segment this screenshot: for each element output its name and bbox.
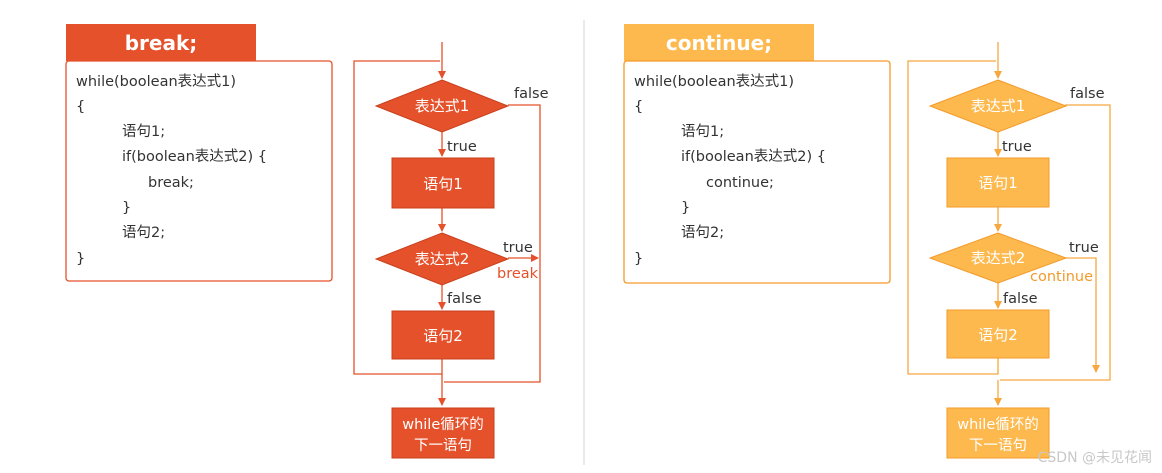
break-false2-label: false bbox=[447, 291, 482, 307]
break-exit-box bbox=[391, 407, 495, 459]
break-code-block: while(boolean表达式1) { 语句1; if(boolean表达式2… bbox=[76, 73, 267, 267]
break-condition1-label: 表达式1 bbox=[415, 97, 470, 115]
break-exit-label-line2: 下一语句 bbox=[414, 437, 472, 454]
break-header-box bbox=[66, 24, 256, 61]
code-line: } bbox=[76, 251, 85, 267]
break-statement2-label: 语句2 bbox=[423, 327, 463, 345]
break-false1-label: false bbox=[514, 86, 549, 102]
code-line: 语句1; bbox=[122, 123, 165, 140]
break-panel: break; while(boolean表达式1) { 语句1; if(bool… bbox=[65, 24, 549, 459]
code-line: while(boolean表达式1) bbox=[634, 73, 794, 90]
continue-jump-label: continue bbox=[1030, 269, 1093, 285]
continue-statement1-label: 语句1 bbox=[978, 174, 1018, 192]
code-line: while(boolean表达式1) bbox=[76, 73, 236, 90]
continue-header-text: continue; bbox=[666, 31, 772, 55]
code-line: { bbox=[76, 99, 85, 115]
continue-condition1-diamond bbox=[928, 79, 1068, 133]
continue-false2-label: false bbox=[1003, 291, 1038, 307]
code-line: continue; bbox=[706, 175, 774, 191]
continue-exit-label-line1: while循环的 bbox=[957, 416, 1039, 433]
break-condition1-diamond bbox=[374, 79, 510, 133]
code-line: { bbox=[634, 99, 643, 115]
continue-condition1-label: 表达式1 bbox=[971, 97, 1026, 115]
code-line: } bbox=[634, 251, 643, 267]
continue-true1-label: true bbox=[1002, 139, 1032, 155]
continue-panel: continue; while(boolean表达式1) { 语句1; if(b… bbox=[623, 24, 1111, 459]
code-line: 语句2; bbox=[122, 224, 165, 241]
code-line: 语句1; bbox=[681, 123, 724, 140]
break-code-box bbox=[65, 60, 333, 282]
continue-false1-label: false bbox=[1070, 86, 1105, 102]
continue-true2-label: true bbox=[1069, 240, 1099, 256]
break-jump-label: break bbox=[497, 266, 539, 282]
continue-condition2-diamond bbox=[928, 232, 1068, 284]
code-line: } bbox=[681, 200, 690, 216]
code-line: if(boolean表达式2) { bbox=[122, 148, 267, 165]
break-true1-label: true bbox=[447, 139, 477, 155]
break-condition2-diamond bbox=[374, 232, 510, 286]
continue-exit-label-line2: 下一语句 bbox=[969, 437, 1027, 454]
break-statement1-box bbox=[391, 157, 495, 209]
break-exit-label-line1: while循环的 bbox=[402, 416, 484, 433]
watermark: CSDN @未见花闻 bbox=[1038, 450, 1152, 466]
code-line: if(boolean表达式2) { bbox=[681, 148, 826, 165]
continue-flow-lines bbox=[907, 42, 1111, 406]
continue-code-box bbox=[623, 60, 891, 284]
continue-statement1-box bbox=[946, 157, 1050, 208]
break-true2-label: true bbox=[503, 240, 533, 256]
continue-statement2-label: 语句2 bbox=[978, 326, 1018, 344]
code-line: 语句2; bbox=[681, 224, 724, 241]
continue-statement2-box bbox=[946, 309, 1050, 359]
break-statement2-box bbox=[391, 310, 495, 360]
break-header-text: break; bbox=[125, 31, 198, 55]
continue-header-box bbox=[624, 24, 814, 61]
continue-code-block: while(boolean表达式1) { 语句1; if(boolean表达式2… bbox=[634, 73, 826, 267]
break-statement1-label: 语句1 bbox=[423, 175, 463, 193]
break-flow-lines bbox=[353, 42, 541, 406]
continue-condition2-label: 表达式2 bbox=[971, 249, 1026, 267]
code-line: break; bbox=[148, 175, 194, 191]
code-line: } bbox=[122, 200, 131, 216]
break-condition2-label: 表达式2 bbox=[415, 250, 470, 268]
continue-exit-box bbox=[946, 407, 1050, 459]
